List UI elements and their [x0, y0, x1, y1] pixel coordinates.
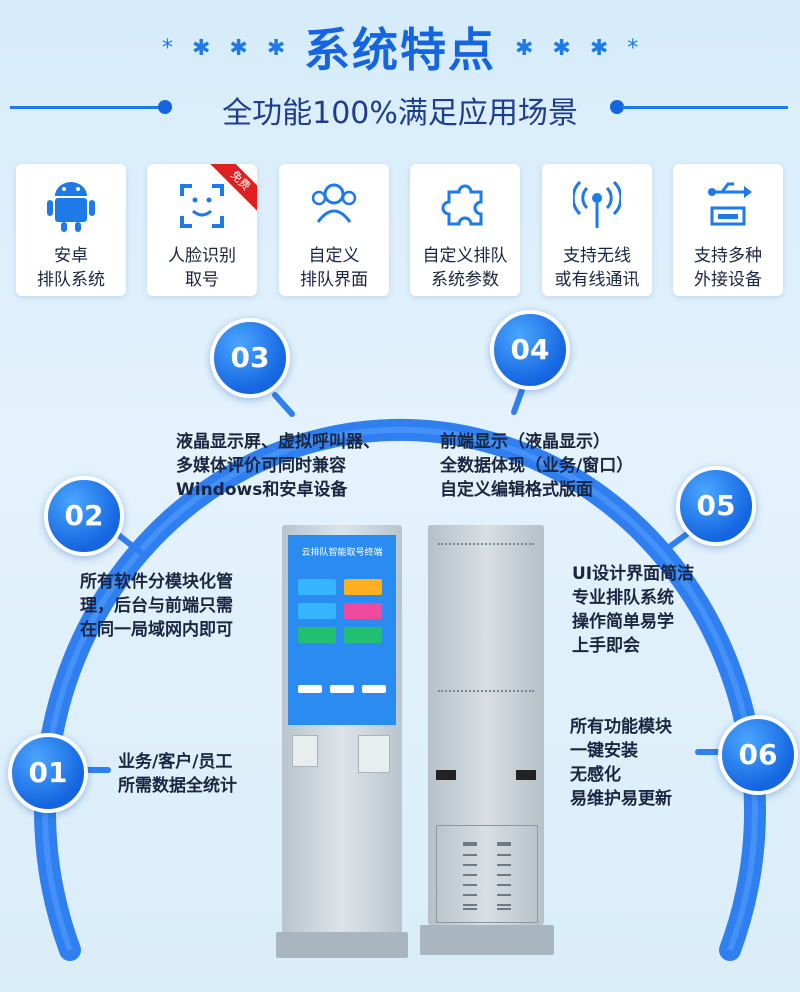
card-label: 安卓 排队系统 [37, 246, 105, 290]
vent-grille [463, 842, 477, 910]
screen-tile [298, 627, 336, 643]
screen-tile [298, 579, 336, 595]
kiosk-front-base [276, 932, 408, 958]
wireless-icon [573, 180, 621, 228]
feature-text-01: 业务/客户/员工 所需数据全统计 [118, 752, 237, 796]
feature-number-05: 05 [676, 466, 756, 546]
kiosk-screen-title: 云排队智能取号终端 [301, 548, 383, 558]
back-slot [436, 770, 456, 780]
card-label: 人脸识别 取号 [168, 246, 236, 290]
kiosk-screen: 云排队智能取号终端 [288, 535, 396, 725]
card-custom-params: 自定义排队 系统参数 [410, 164, 520, 296]
page-subtitle: 全功能100%满足应用场景 [222, 96, 578, 131]
kiosk-front: 云排队智能取号终端 [282, 525, 402, 950]
puzzle-icon [441, 184, 483, 226]
screen-button [330, 685, 354, 693]
subtitle-line-left [10, 106, 160, 109]
back-panel-door [436, 825, 538, 923]
usb-icon [708, 182, 752, 226]
card-label: 支持无线 或有线通讯 [554, 246, 640, 290]
feature-text-02: 所有软件分模块化管 理，后台与前端只需 在同一局域网内即可 [80, 572, 233, 640]
feature-text-04: 前端显示（液晶显示） 全数据体现（业务/窗口） 自定义编辑格式版面 [440, 432, 634, 500]
face-scan-icon [180, 184, 224, 228]
kiosk-back-base [420, 925, 554, 955]
back-slot [516, 770, 536, 780]
decor-stars-right: ✱ ✱ ✱ * [515, 36, 645, 61]
android-icon [47, 182, 95, 232]
screen-tile [344, 627, 382, 643]
screen-tile [298, 603, 336, 619]
card-label: 自定义排队 系统参数 [422, 246, 508, 290]
feature-number-06: 06 [718, 715, 798, 795]
kiosk-card-reader [358, 735, 390, 773]
card-label: 支持多种 外接设备 [694, 246, 762, 290]
kiosk-back [428, 525, 544, 925]
users-icon [311, 183, 357, 223]
card-label: 自定义 排队界面 [300, 246, 368, 290]
screen-button [362, 685, 386, 693]
screen-tile [344, 603, 382, 619]
feature-text-05: UI设计界面简洁 专业排队系统 操作简单易学 上手即会 [572, 564, 695, 656]
vent-slots [438, 690, 534, 696]
screen-button [298, 685, 322, 693]
page-title: 系统特点 [304, 23, 496, 77]
card-face-recognition: 免费 人脸识别 取号 [147, 164, 257, 296]
vent-slots [438, 543, 534, 549]
subtitle-dot-right [610, 100, 624, 114]
subtitle-line-right [622, 106, 788, 109]
kiosk-printer-slot [292, 735, 318, 767]
feature-text-06: 所有功能模块 一键安装 无感化 易维护易更新 [570, 717, 672, 809]
decor-stars-left: * ✱ ✱ ✱ [162, 36, 292, 61]
screen-tile [344, 579, 382, 595]
feature-number-01: 01 [8, 733, 88, 813]
feature-number-02: 02 [44, 476, 124, 556]
feature-text-03: 液晶显示屏、虚拟呼叫器、 多媒体评价可同时兼容 Windows和安卓设备 [176, 432, 380, 500]
card-wireless: 支持无线 或有线通讯 [542, 164, 652, 296]
card-custom-ui: 自定义 排队界面 [279, 164, 389, 296]
feature-number-03: 03 [210, 318, 290, 398]
vent-grille [497, 842, 511, 910]
feature-number-04: 04 [490, 310, 570, 390]
card-external-devices: 支持多种 外接设备 [673, 164, 783, 296]
subtitle-dot-left [158, 100, 172, 114]
card-android: 安卓 排队系统 [16, 164, 126, 296]
